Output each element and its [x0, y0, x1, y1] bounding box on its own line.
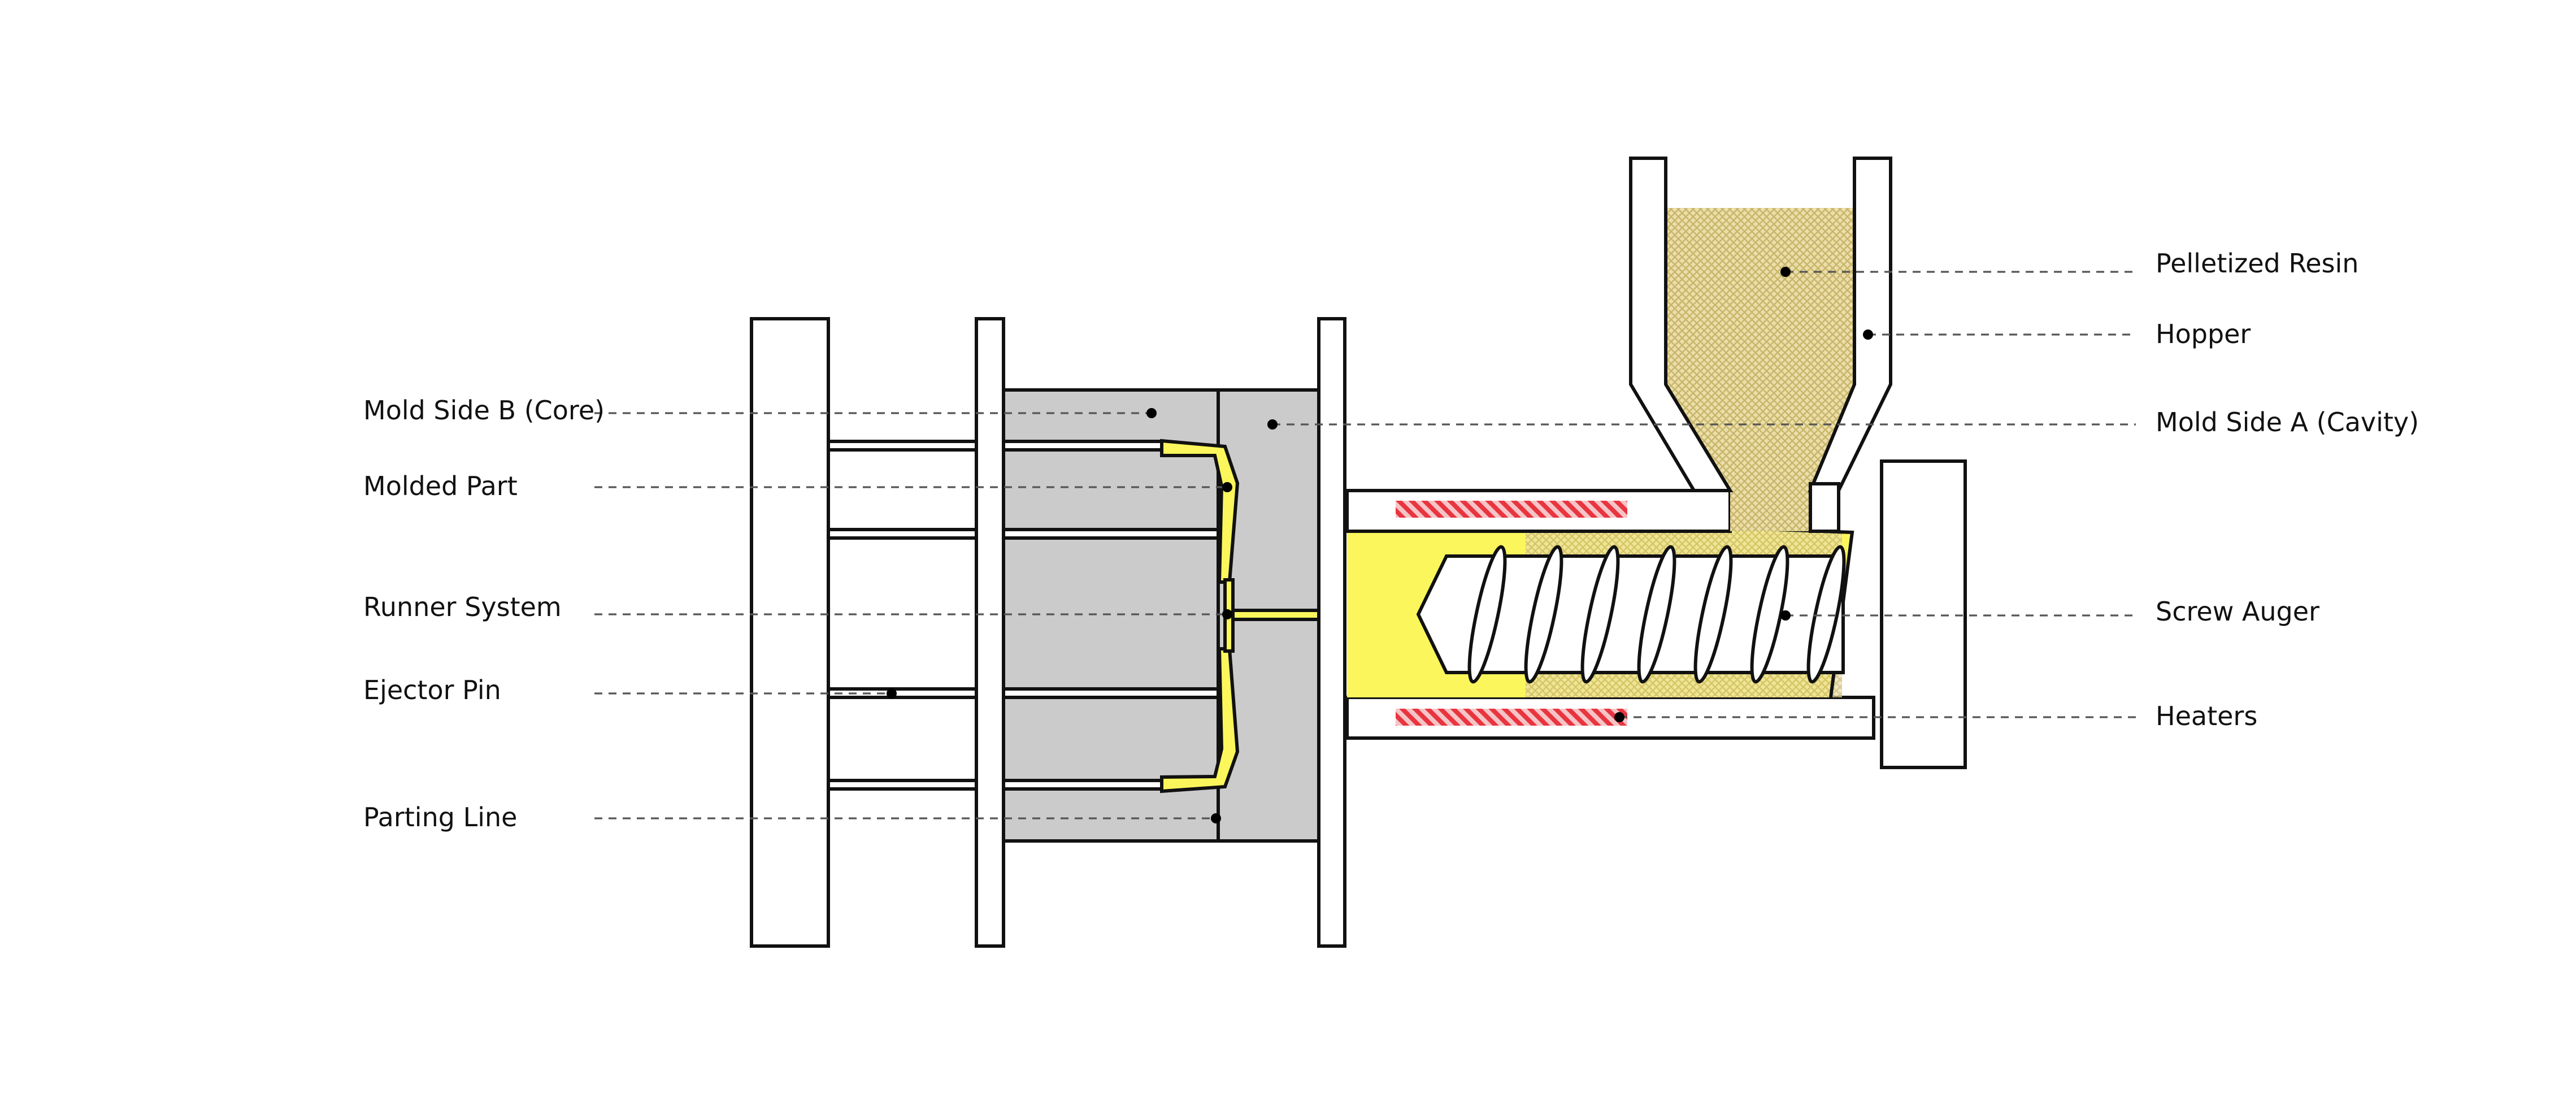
label-mold-side-b: Mold Side B (Core) — [363, 395, 605, 426]
stationary-platen — [1317, 317, 1346, 948]
heater-top — [1396, 501, 1627, 518]
screw-auger — [1416, 545, 1846, 684]
label-parting-line: Parting Line — [363, 802, 517, 832]
molded-part — [1160, 439, 1240, 793]
label-mold-side-a: Mold Side A (Cavity) — [2156, 407, 2419, 437]
heater-bottom — [1396, 709, 1627, 726]
mold-side-b-block — [1002, 388, 1220, 843]
pelletized-resin — [1666, 208, 1854, 531]
label-ejector-pin: Ejector Pin — [363, 675, 501, 705]
moving-platen — [750, 317, 830, 948]
label-hopper: Hopper — [2156, 319, 2251, 349]
label-heaters: Heaters — [2156, 701, 2257, 731]
callout-dots — [887, 267, 1873, 823]
label-runner-system: Runner System — [363, 592, 562, 622]
label-pelletized-resin: Pelletized Resin — [2156, 248, 2358, 279]
barrel-end-cap — [1880, 459, 1967, 769]
label-molded-part: Molded Part — [363, 471, 518, 501]
hopper — [1629, 157, 1892, 533]
leader-lines — [594, 271, 2136, 819]
ejector-plate — [975, 317, 1005, 948]
label-screw-auger: Screw Auger — [2156, 596, 2319, 627]
